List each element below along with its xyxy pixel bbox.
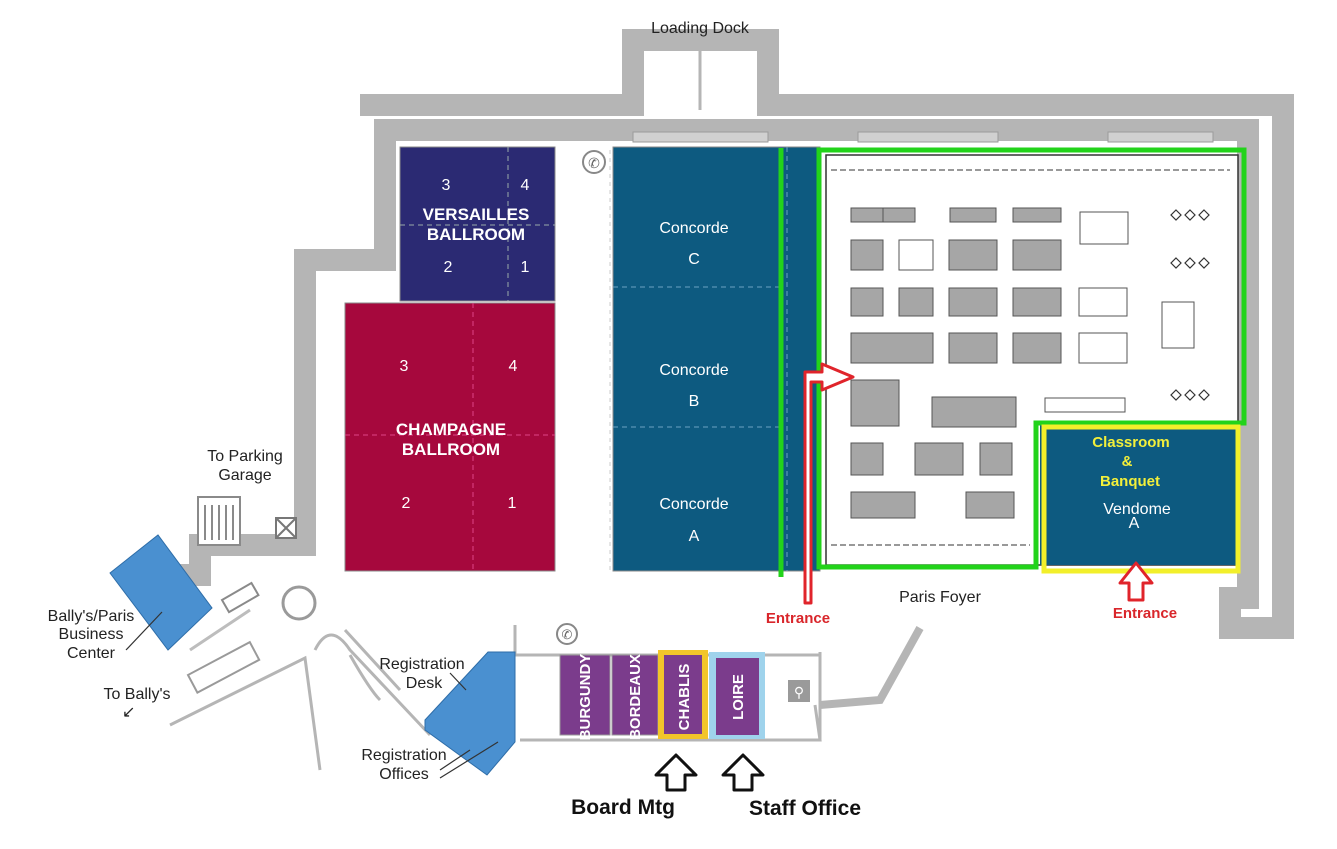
business-center-room — [109, 534, 213, 651]
lobby-structures — [169, 496, 432, 771]
versailles-ballroom: 3 4 2 1 VERSAILLES BALLROOM — [399, 146, 556, 302]
board-mtg-label: Board Mtg — [571, 796, 675, 819]
svg-text:✆: ✆ — [588, 155, 600, 171]
exhibit-hall — [825, 154, 1239, 566]
loire-label: LOIRE — [730, 674, 747, 720]
to-parking-label-2: Garage — [218, 467, 271, 484]
entrance-arrow-left — [803, 362, 855, 605]
vendome-room: Classroom & Banquet Vendome A — [1092, 434, 1171, 532]
arrow-down-left-icon: ↙ — [122, 704, 135, 721]
registration-desk-label-1: Registration — [379, 656, 464, 673]
registration-offices-label-2: Offices — [379, 766, 429, 783]
entrance-right-label: Entrance — [1113, 605, 1177, 622]
champagne-sec-2: 2 — [402, 495, 411, 512]
small-meeting-rooms: ✆ BURGUNDY BORDEAUX CHABLIS LOIRE ⚲ — [556, 623, 810, 741]
business-center-label-1: Bally's/Paris — [48, 608, 135, 625]
vendome-classroom-label: Classroom — [1092, 434, 1170, 451]
champagne-ballroom: 3 4 2 1 CHAMPAGNE BALLROOM — [344, 302, 556, 572]
building-shell — [170, 29, 1294, 742]
vendome-letter: A — [1129, 515, 1140, 532]
concorde-c-letter: C — [688, 251, 700, 268]
burgundy-label: BURGUNDY — [577, 654, 594, 741]
versailles-name-2: BALLROOM — [427, 225, 525, 244]
versailles-sec-1: 1 — [521, 259, 530, 276]
chablis-label: CHABLIS — [676, 664, 693, 731]
business-center-label-2: Business — [59, 626, 124, 643]
to-ballys-label: To Bally's — [103, 686, 170, 703]
to-parking-label-1: To Parking — [207, 448, 283, 465]
champagne-sec-1: 1 — [508, 495, 517, 512]
concorde-a-name: Concorde — [659, 496, 728, 513]
concorde-b-name: Concorde — [659, 362, 728, 379]
restroom-icon — [788, 680, 810, 702]
concorde-rooms: Concorde C Concorde B Concorde A — [612, 146, 821, 572]
entrance-arrow-right — [1118, 561, 1154, 602]
phone-icon — [582, 150, 606, 174]
svg-text:✆: ✆ — [562, 627, 573, 642]
champagne-name-1: CHAMPAGNE — [396, 420, 506, 439]
staff-office-arrow — [721, 753, 765, 792]
registration-desk-area — [424, 651, 516, 776]
svg-text:⚲: ⚲ — [794, 684, 804, 700]
paris-foyer-label: Paris Foyer — [899, 589, 981, 606]
concorde-c-name: Concorde — [659, 220, 728, 237]
concorde-b-letter: B — [689, 393, 700, 410]
loading-dock-label: Loading Dock — [651, 20, 750, 37]
registration-offices-label-1: Registration — [361, 747, 446, 764]
versailles-sec-4: 4 — [521, 177, 530, 194]
entrance-left-label: Entrance — [766, 610, 830, 627]
exhibit-hall-highlight — [816, 147, 1247, 570]
registration-desk-label-2: Desk — [406, 675, 443, 692]
booth-grid — [850, 207, 1195, 519]
board-mtg-arrow — [654, 753, 698, 792]
champagne-sec-3: 3 — [400, 358, 409, 375]
champagne-name-2: BALLROOM — [402, 440, 500, 459]
vendome-banquet-label: Banquet — [1100, 473, 1160, 490]
vendome-name: Vendome — [1103, 501, 1171, 518]
versailles-sec-2: 2 — [444, 259, 453, 276]
concorde-a-letter: A — [689, 528, 700, 545]
business-center-label-3: Center — [67, 645, 116, 662]
champagne-sec-4: 4 — [509, 358, 518, 375]
versailles-sec-3: 3 — [442, 177, 451, 194]
bordeaux-label: BORDEAUX — [627, 654, 644, 740]
vendome-ampersand-label: & — [1122, 453, 1133, 470]
versailles-name-1: VERSAILLES — [423, 205, 530, 224]
staff-office-label: Staff Office — [749, 797, 861, 820]
phone-icon-2 — [556, 623, 578, 645]
